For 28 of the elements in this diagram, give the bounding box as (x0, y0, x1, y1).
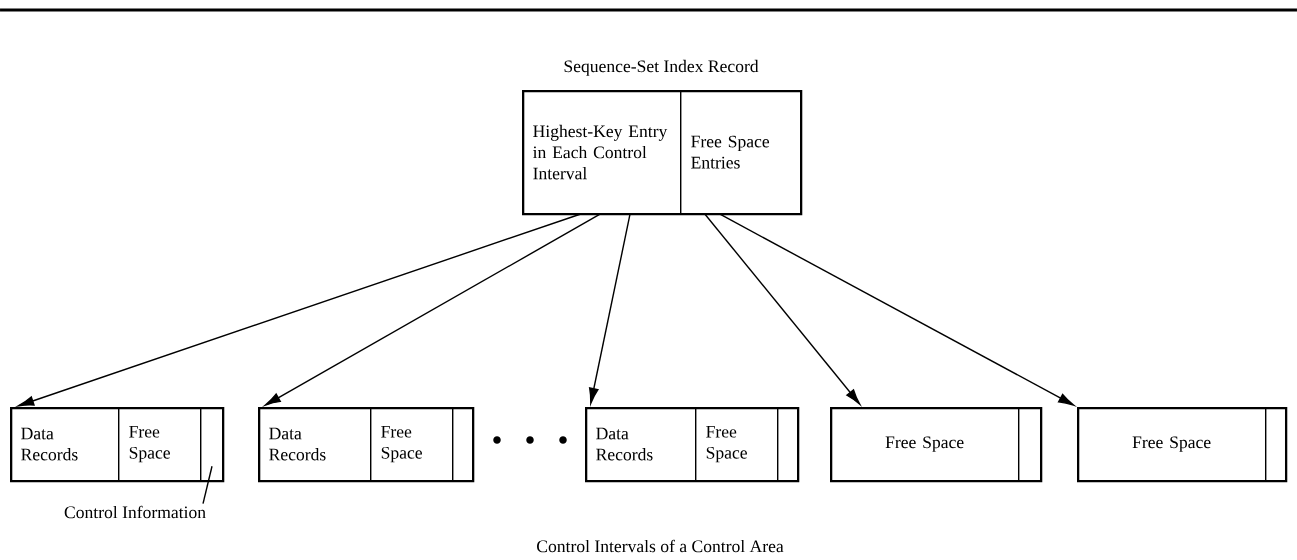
arrow (719, 213, 1075, 406)
record-field: Data Records (10, 407, 120, 482)
control-field (1265, 407, 1287, 482)
record-heading: Sequence-Set Index Record (564, 59, 759, 76)
arrow (264, 213, 601, 406)
control-field (452, 407, 474, 482)
record-field: Free Space (830, 407, 1020, 482)
leader-line (202, 465, 213, 505)
record-field: Data Records (585, 407, 697, 482)
caption: Control Intervals of a Control Area (537, 539, 784, 553)
record-field: Data Records (258, 407, 372, 482)
control-field (777, 407, 799, 482)
control-interval-box (10, 407, 225, 483)
record-box (522, 59, 803, 216)
leader-label: Control Information (64, 505, 206, 519)
record-field: Highest-Key Entry in Each Control Interval (522, 90, 682, 215)
control-interval-box (585, 407, 800, 483)
record-field: Free Space (118, 407, 202, 482)
record-field: Free Space (695, 407, 779, 482)
arrow (18, 213, 581, 407)
control-field (200, 407, 224, 482)
arrow (588, 213, 631, 404)
arrow (704, 213, 861, 405)
control-interval-box (258, 407, 475, 483)
control-field (1018, 407, 1042, 482)
record-field: Free Space (1077, 407, 1267, 482)
record-field: Free Space Entries (680, 90, 802, 215)
record-field: Free Space (370, 407, 454, 482)
